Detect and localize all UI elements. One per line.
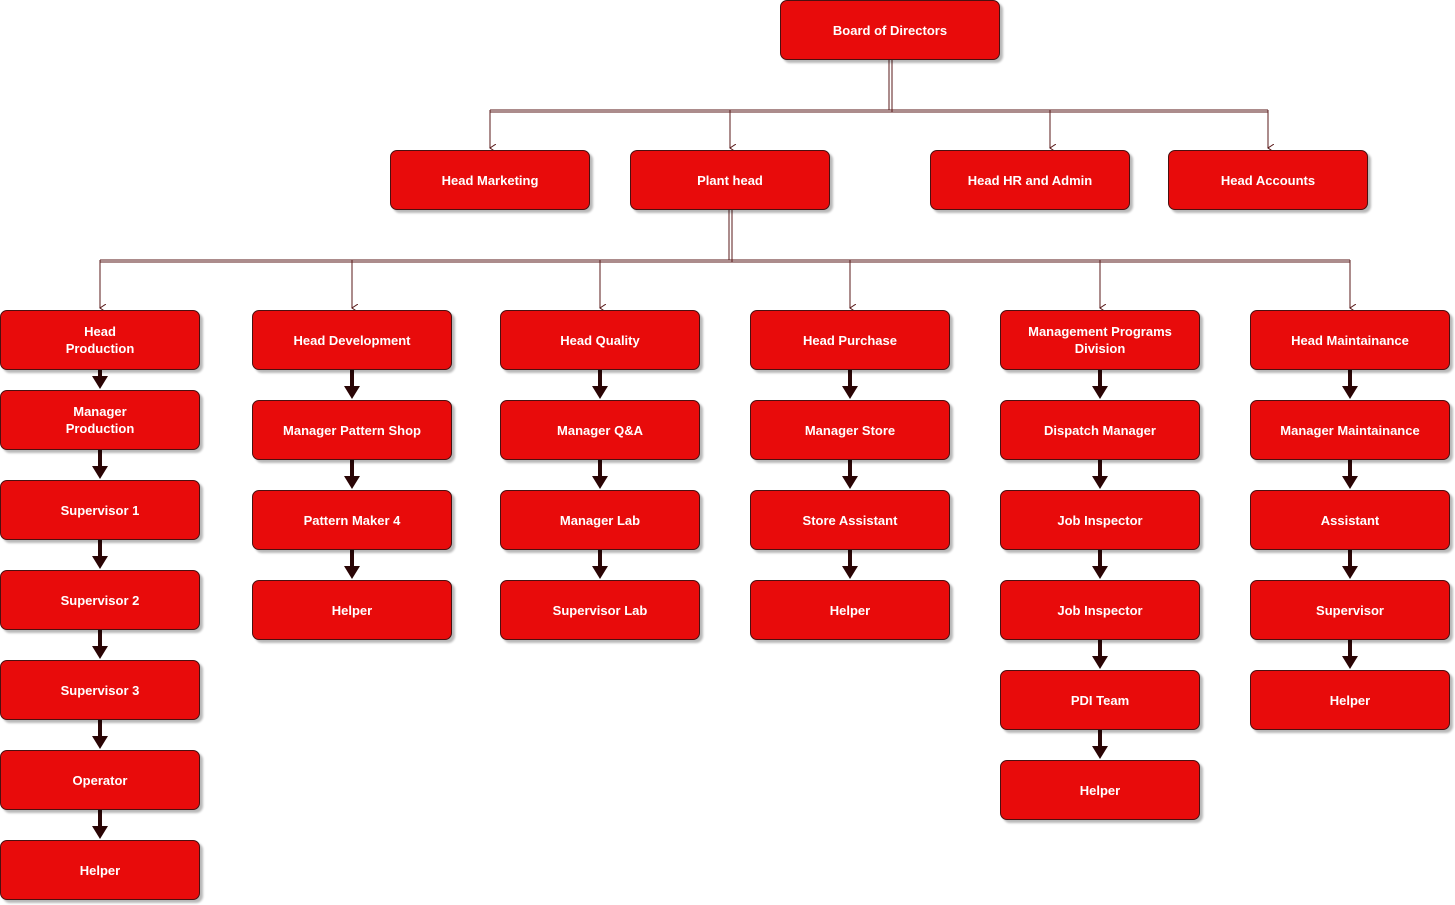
- development-chain-connectors: [344, 370, 360, 579]
- node-supervisor-2[interactable]: Supervisor 2: [0, 570, 200, 630]
- node-manager-store[interactable]: Manager Store: [750, 400, 950, 460]
- node-pattern-maker-4[interactable]: Pattern Maker 4: [252, 490, 452, 550]
- node-job-inspector-2[interactable]: Job Inspector: [1000, 580, 1200, 640]
- node-manager-pattern-shop[interactable]: Manager Pattern Shop: [252, 400, 452, 460]
- node-management-programs-division[interactable]: Management Programs Division: [1000, 310, 1200, 370]
- node-job-inspector-1[interactable]: Job Inspector: [1000, 490, 1200, 550]
- plant-head-connector: [100, 210, 1350, 308]
- node-head-quality[interactable]: Head Quality: [500, 310, 700, 370]
- node-head-purchase[interactable]: Head Purchase: [750, 310, 950, 370]
- quality-chain-connectors: [592, 370, 608, 579]
- board-connector: [490, 60, 1268, 148]
- node-production-helper[interactable]: Helper: [0, 840, 200, 900]
- purchase-chain-connectors: [842, 370, 858, 579]
- maintenance-chain-connectors: [1342, 370, 1358, 669]
- node-head-production[interactable]: Head Production: [0, 310, 200, 370]
- node-plant-head[interactable]: Plant head: [630, 150, 830, 210]
- node-operator[interactable]: Operator: [0, 750, 200, 810]
- node-development-helper[interactable]: Helper: [252, 580, 452, 640]
- node-maintenance-helper[interactable]: Helper: [1250, 670, 1450, 730]
- node-management-programs-helper[interactable]: Helper: [1000, 760, 1200, 820]
- node-purchase-helper[interactable]: Helper: [750, 580, 950, 640]
- node-pdi-team[interactable]: PDI Team: [1000, 670, 1200, 730]
- node-maintenance-assistant[interactable]: Assistant: [1250, 490, 1450, 550]
- node-manager-production[interactable]: Manager Production: [0, 390, 200, 450]
- node-head-accounts[interactable]: Head Accounts: [1168, 150, 1368, 210]
- node-supervisor-1[interactable]: Supervisor 1: [0, 480, 200, 540]
- node-head-hr-and-admin[interactable]: Head HR and Admin: [930, 150, 1130, 210]
- node-head-development[interactable]: Head Development: [252, 310, 452, 370]
- node-head-maintainance[interactable]: Head Maintainance: [1250, 310, 1450, 370]
- node-supervisor-3[interactable]: Supervisor 3: [0, 660, 200, 720]
- node-manager-qa[interactable]: Manager Q&A: [500, 400, 700, 460]
- management-programs-chain-connectors: [1092, 370, 1108, 759]
- node-manager-lab[interactable]: Manager Lab: [500, 490, 700, 550]
- node-manager-maintainance[interactable]: Manager Maintainance: [1250, 400, 1450, 460]
- node-board-of-directors[interactable]: Board of Directors: [780, 0, 1000, 60]
- node-maintenance-supervisor[interactable]: Supervisor: [1250, 580, 1450, 640]
- node-dispatch-manager[interactable]: Dispatch Manager: [1000, 400, 1200, 460]
- node-store-assistant[interactable]: Store Assistant: [750, 490, 950, 550]
- node-supervisor-lab[interactable]: Supervisor Lab: [500, 580, 700, 640]
- production-chain-connectors: [92, 370, 108, 839]
- node-head-marketing[interactable]: Head Marketing: [390, 150, 590, 210]
